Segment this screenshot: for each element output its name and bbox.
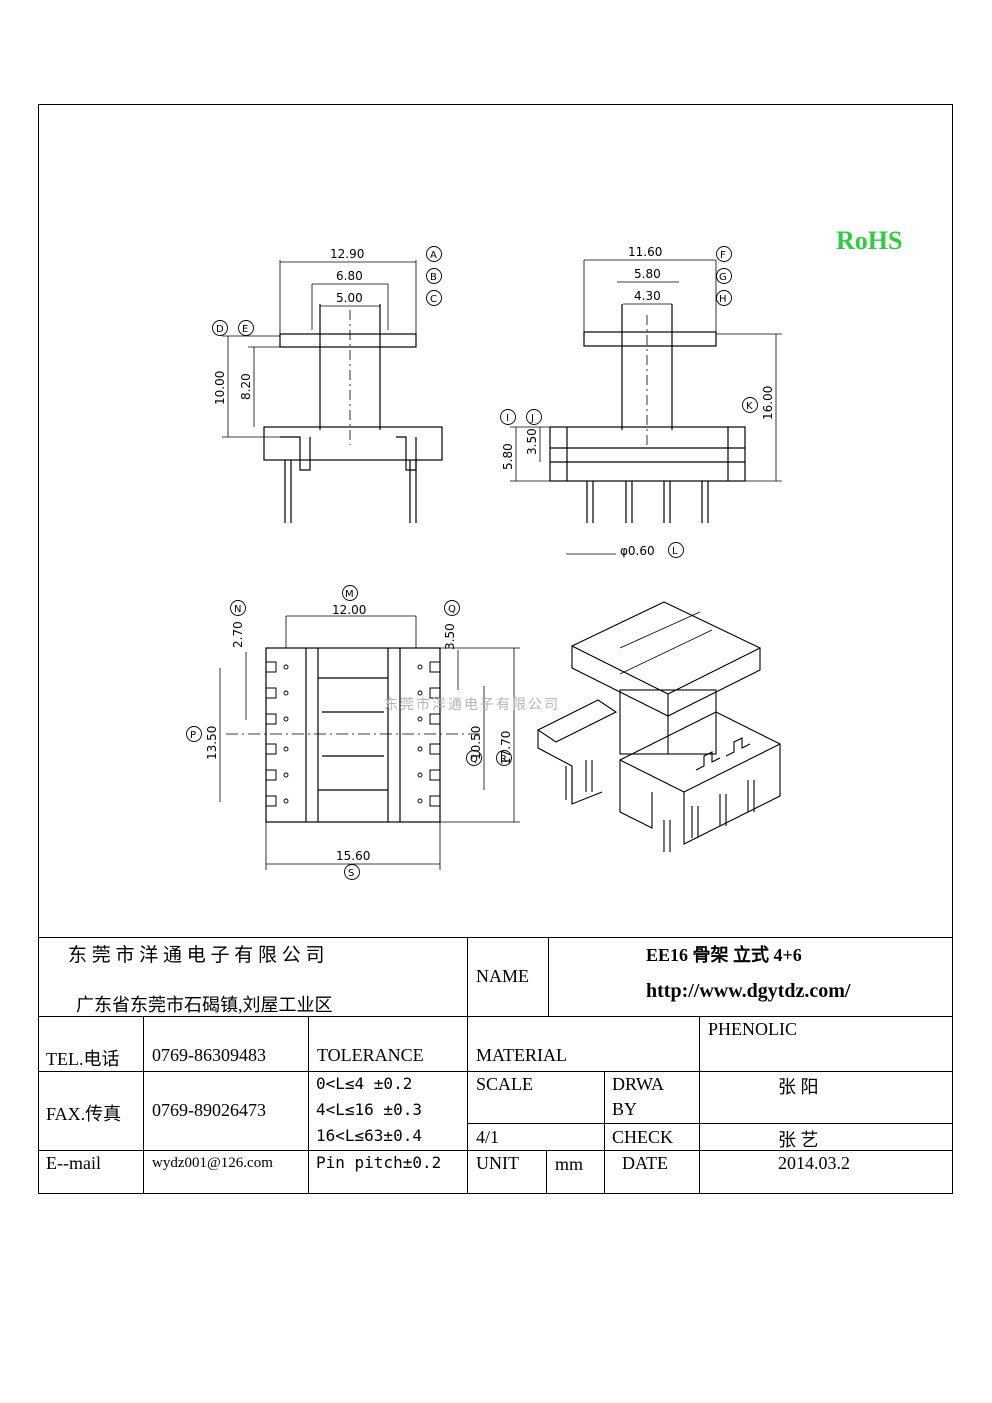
- dim-F: 11.60: [628, 245, 662, 259]
- dim-D: 10.00: [213, 371, 227, 405]
- checked-by: 张 艺: [778, 1130, 819, 1150]
- callout-K: K: [746, 401, 753, 412]
- side-top-flange: [583, 331, 717, 347]
- dim-A: 12.90: [330, 247, 364, 261]
- email-label: E--mail: [46, 1153, 101, 1173]
- tolerance-3: 16<L≤63±0.4: [316, 1126, 422, 1145]
- tel-value: 0769-86309483: [152, 1045, 266, 1065]
- callout-E: E: [242, 324, 248, 335]
- callout-B: B: [430, 272, 437, 283]
- tolerance-2: 4<L≤16 ±0.3: [316, 1100, 422, 1119]
- callout-N: N: [234, 604, 241, 615]
- company-name: 东 莞 市 洋 通 电 子 有 限 公 司: [68, 945, 325, 966]
- callout-J: J: [530, 413, 534, 424]
- fax-value: 0769-89026473: [152, 1100, 266, 1120]
- date-label: DATE: [622, 1153, 668, 1173]
- callout-R: R: [500, 754, 507, 765]
- dim-G: 5.80: [634, 267, 661, 281]
- name-label: NAME: [476, 966, 529, 986]
- rohs-mark: RoHS: [836, 226, 903, 255]
- callout-A: A: [430, 250, 437, 261]
- dim-L: φ0.60: [620, 544, 655, 558]
- dim-N: 2.70: [231, 621, 245, 648]
- dim-H: 4.30: [634, 289, 661, 303]
- callout-M: M: [345, 589, 354, 600]
- dim-Q: 10.50: [469, 726, 483, 760]
- callout-F: F: [720, 250, 726, 261]
- front-view: [222, 260, 443, 523]
- technical-drawing: 12.90 6.80 5.00 10.00 8.20 A B C D E: [186, 245, 782, 880]
- website-link[interactable]: http://www.dgytdz.com/: [646, 980, 851, 1002]
- callout-S: S: [348, 868, 354, 879]
- callout-H: H: [719, 294, 727, 305]
- top-view: [219, 615, 520, 870]
- dim-S: 15.60: [336, 849, 370, 863]
- drawn-label-2: BY: [612, 1099, 638, 1119]
- isometric-view: [536, 601, 782, 852]
- check-label: CHECK: [612, 1127, 674, 1147]
- product-name: EE16 骨架 立式 4+6: [646, 945, 802, 965]
- dim-J: 3.50: [525, 428, 539, 455]
- callout-Q: Q: [470, 754, 478, 765]
- callout-Q-top: Q: [448, 604, 456, 615]
- material-value: PHENOLIC: [708, 1019, 797, 1039]
- tolerance-1: 0<L≤4 ±0.2: [316, 1074, 413, 1093]
- base: [263, 426, 443, 461]
- dim-R: 17.70: [499, 731, 513, 765]
- tolerance-4: Pin pitch±0.2: [316, 1153, 442, 1172]
- unit-label: UNIT: [476, 1153, 519, 1173]
- side-base: [549, 426, 746, 482]
- date-value: 2014.03.2: [778, 1153, 850, 1173]
- dim-I: 5.80: [501, 443, 515, 470]
- dim-M: 12.00: [332, 603, 366, 617]
- scale-value: 4/1: [476, 1127, 500, 1147]
- callout-L: L: [672, 546, 678, 557]
- side-view: [510, 259, 782, 555]
- watermark: 东莞市洋通电子有限公司: [384, 697, 560, 713]
- email-value[interactable]: wydz001@126.com: [152, 1155, 273, 1171]
- callout-G: G: [719, 272, 727, 283]
- fax-label: FAX.传真: [46, 1104, 122, 1124]
- unit-value: mm: [555, 1154, 584, 1174]
- callout-D: D: [216, 324, 224, 335]
- tolerance-label: TOLERANCE: [317, 1045, 424, 1065]
- dim-Q-top: 3.50: [443, 623, 457, 650]
- dim-E: 8.20: [239, 373, 253, 400]
- drawing-frame: [38, 104, 953, 1194]
- callout-P: P: [190, 730, 196, 741]
- dim-K: 16.00: [761, 386, 775, 420]
- callout-I: I: [506, 413, 509, 424]
- dim-P: 13.50: [205, 726, 219, 760]
- callout-C: C: [430, 294, 437, 305]
- drawn-by: 张 阳: [778, 1077, 819, 1097]
- dim-B: 6.80: [336, 269, 363, 283]
- top-flange: [279, 333, 417, 348]
- material-label: MATERIAL: [476, 1045, 567, 1065]
- drawn-label-1: DRWA: [612, 1074, 665, 1094]
- scale-label: SCALE: [476, 1074, 534, 1094]
- tel-label: TEL.电话: [46, 1049, 120, 1069]
- company-address: 广东省东莞市石碣镇,刘屋工业区: [76, 995, 333, 1015]
- dim-C: 5.00: [336, 291, 363, 305]
